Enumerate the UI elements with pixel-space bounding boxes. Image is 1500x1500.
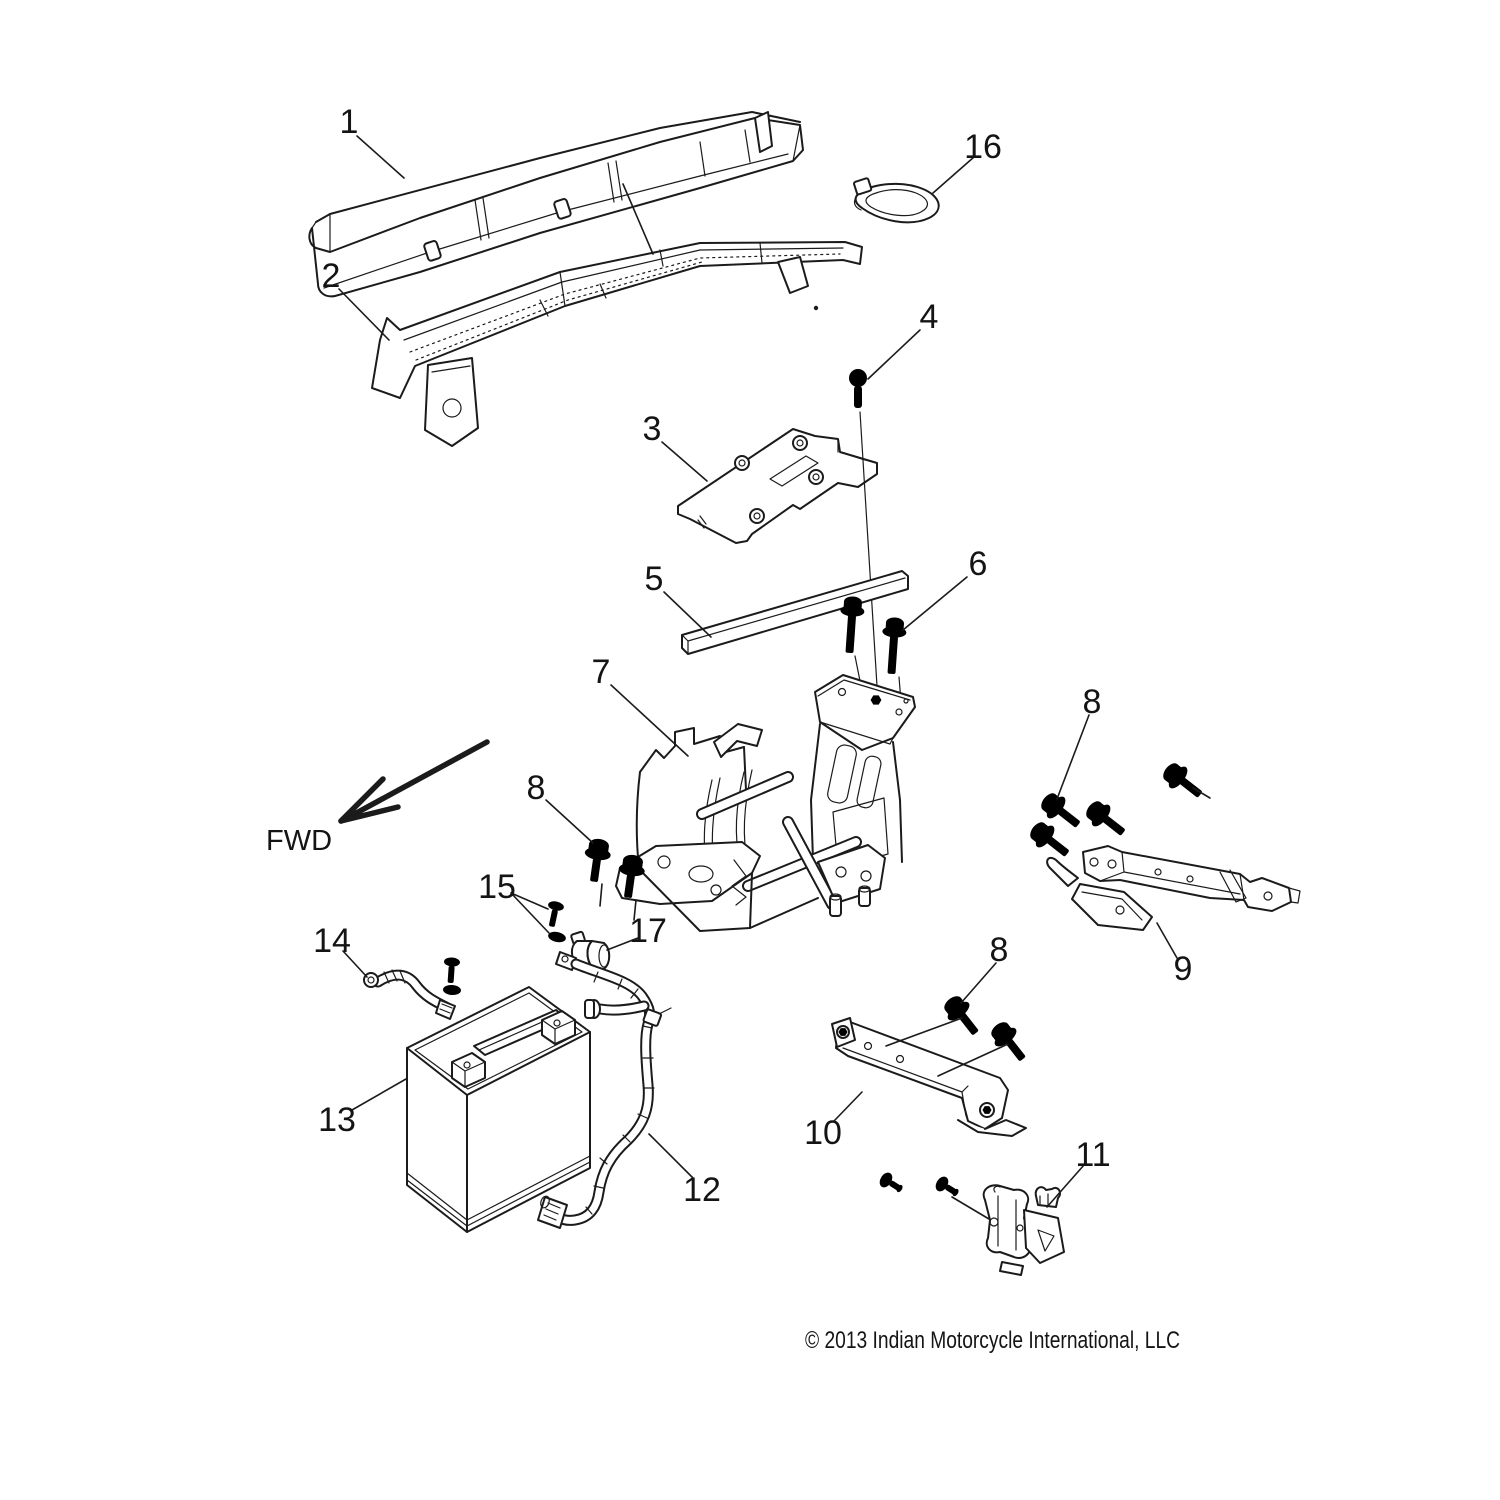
callout-13: 13 bbox=[318, 1101, 356, 1139]
diagram-line-art bbox=[308, 111, 1301, 1276]
box-feet bbox=[829, 885, 871, 917]
part-bracket-9 bbox=[1046, 845, 1301, 931]
callout-3: 3 bbox=[643, 410, 662, 448]
callout-1: 1 bbox=[340, 103, 359, 141]
part-cable-tie bbox=[853, 177, 940, 224]
part-mount-plate bbox=[677, 428, 878, 544]
battery-terminal-left bbox=[451, 1052, 486, 1088]
callout-16: 16 bbox=[964, 128, 1002, 166]
callout-7: 7 bbox=[592, 653, 611, 691]
fwd-label: FWD bbox=[266, 825, 332, 857]
fwd-arrow bbox=[338, 739, 490, 824]
callout-2: 2 bbox=[322, 257, 341, 295]
callout-14: 14 bbox=[313, 922, 351, 960]
part-bolts-8-right bbox=[1025, 758, 1211, 865]
part-battery-box bbox=[615, 674, 916, 932]
part-bracket-11 bbox=[877, 1170, 1065, 1276]
copyright-text: © 2013 Indian Motorcycle International, … bbox=[805, 1327, 1180, 1354]
part-bolts-8-left bbox=[580, 837, 647, 921]
callout-8c: 8 bbox=[990, 931, 1009, 969]
part-bracket-10 bbox=[831, 991, 1034, 1137]
callout-11: 11 bbox=[1075, 1136, 1110, 1174]
callout-10: 10 bbox=[804, 1114, 842, 1152]
callout-5: 5 bbox=[645, 560, 664, 598]
callout-8a: 8 bbox=[527, 769, 546, 807]
callout-8b: 8 bbox=[1083, 683, 1102, 721]
part-battery bbox=[406, 986, 591, 1233]
part-lower-tray bbox=[371, 183, 863, 447]
callout-15: 15 bbox=[478, 868, 516, 906]
callout-12: 12 bbox=[683, 1171, 721, 1209]
part-bolt-4 bbox=[849, 369, 878, 687]
part-battery-cable bbox=[537, 951, 672, 1229]
part-ground-cable bbox=[363, 956, 462, 1020]
callout-17: 17 bbox=[629, 912, 667, 950]
scan-speck bbox=[813, 305, 819, 311]
part-upper-cover bbox=[308, 111, 804, 298]
callout-labels: 1 2 3 4 5 6 7 8 8 8 9 10 11 12 13 14 15 … bbox=[313, 103, 1192, 1209]
part-foam-strip bbox=[681, 570, 909, 655]
callout-4: 4 bbox=[920, 298, 939, 336]
battery-terminal-right bbox=[541, 1010, 576, 1045]
callout-6: 6 bbox=[969, 545, 988, 583]
callout-9: 9 bbox=[1174, 950, 1193, 988]
part-screw-washer-15 bbox=[543, 899, 567, 944]
callout-leaders bbox=[338, 135, 1178, 1208]
